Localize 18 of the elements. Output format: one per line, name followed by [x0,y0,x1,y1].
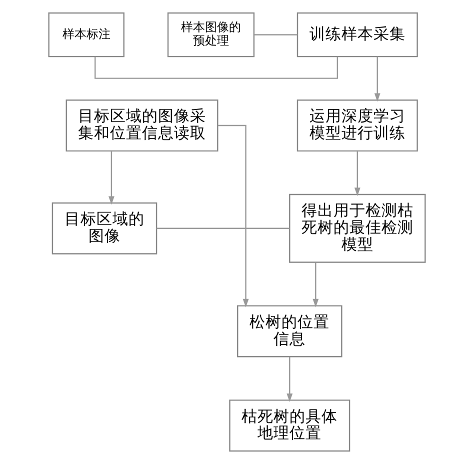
connector [254,34,298,36]
node-box: 得出用于检测枯死树的最佳检测模型 [289,194,426,263]
node-box: 松树的位置信息 [237,305,342,358]
node-box: 目标区域的图像 [52,202,158,254]
node-box: 样本图像的预处理 [167,12,255,58]
arrow [312,262,319,308]
arrow [286,357,293,402]
connector [156,228,290,229]
arrow [218,124,249,308]
node-box: 样本标注 [48,12,124,58]
node-box: 训练样本采集 [296,12,418,58]
node-box: 目标区域的图像采集和位置信息读取 [66,100,218,152]
node-box: 枯死树的具体地理位置 [229,400,350,452]
arrow [374,56,380,102]
arrow [354,150,360,196]
node-box: 运用深度学习模型进行训练 [296,100,418,152]
connector [94,57,338,79]
arrow [108,150,114,205]
